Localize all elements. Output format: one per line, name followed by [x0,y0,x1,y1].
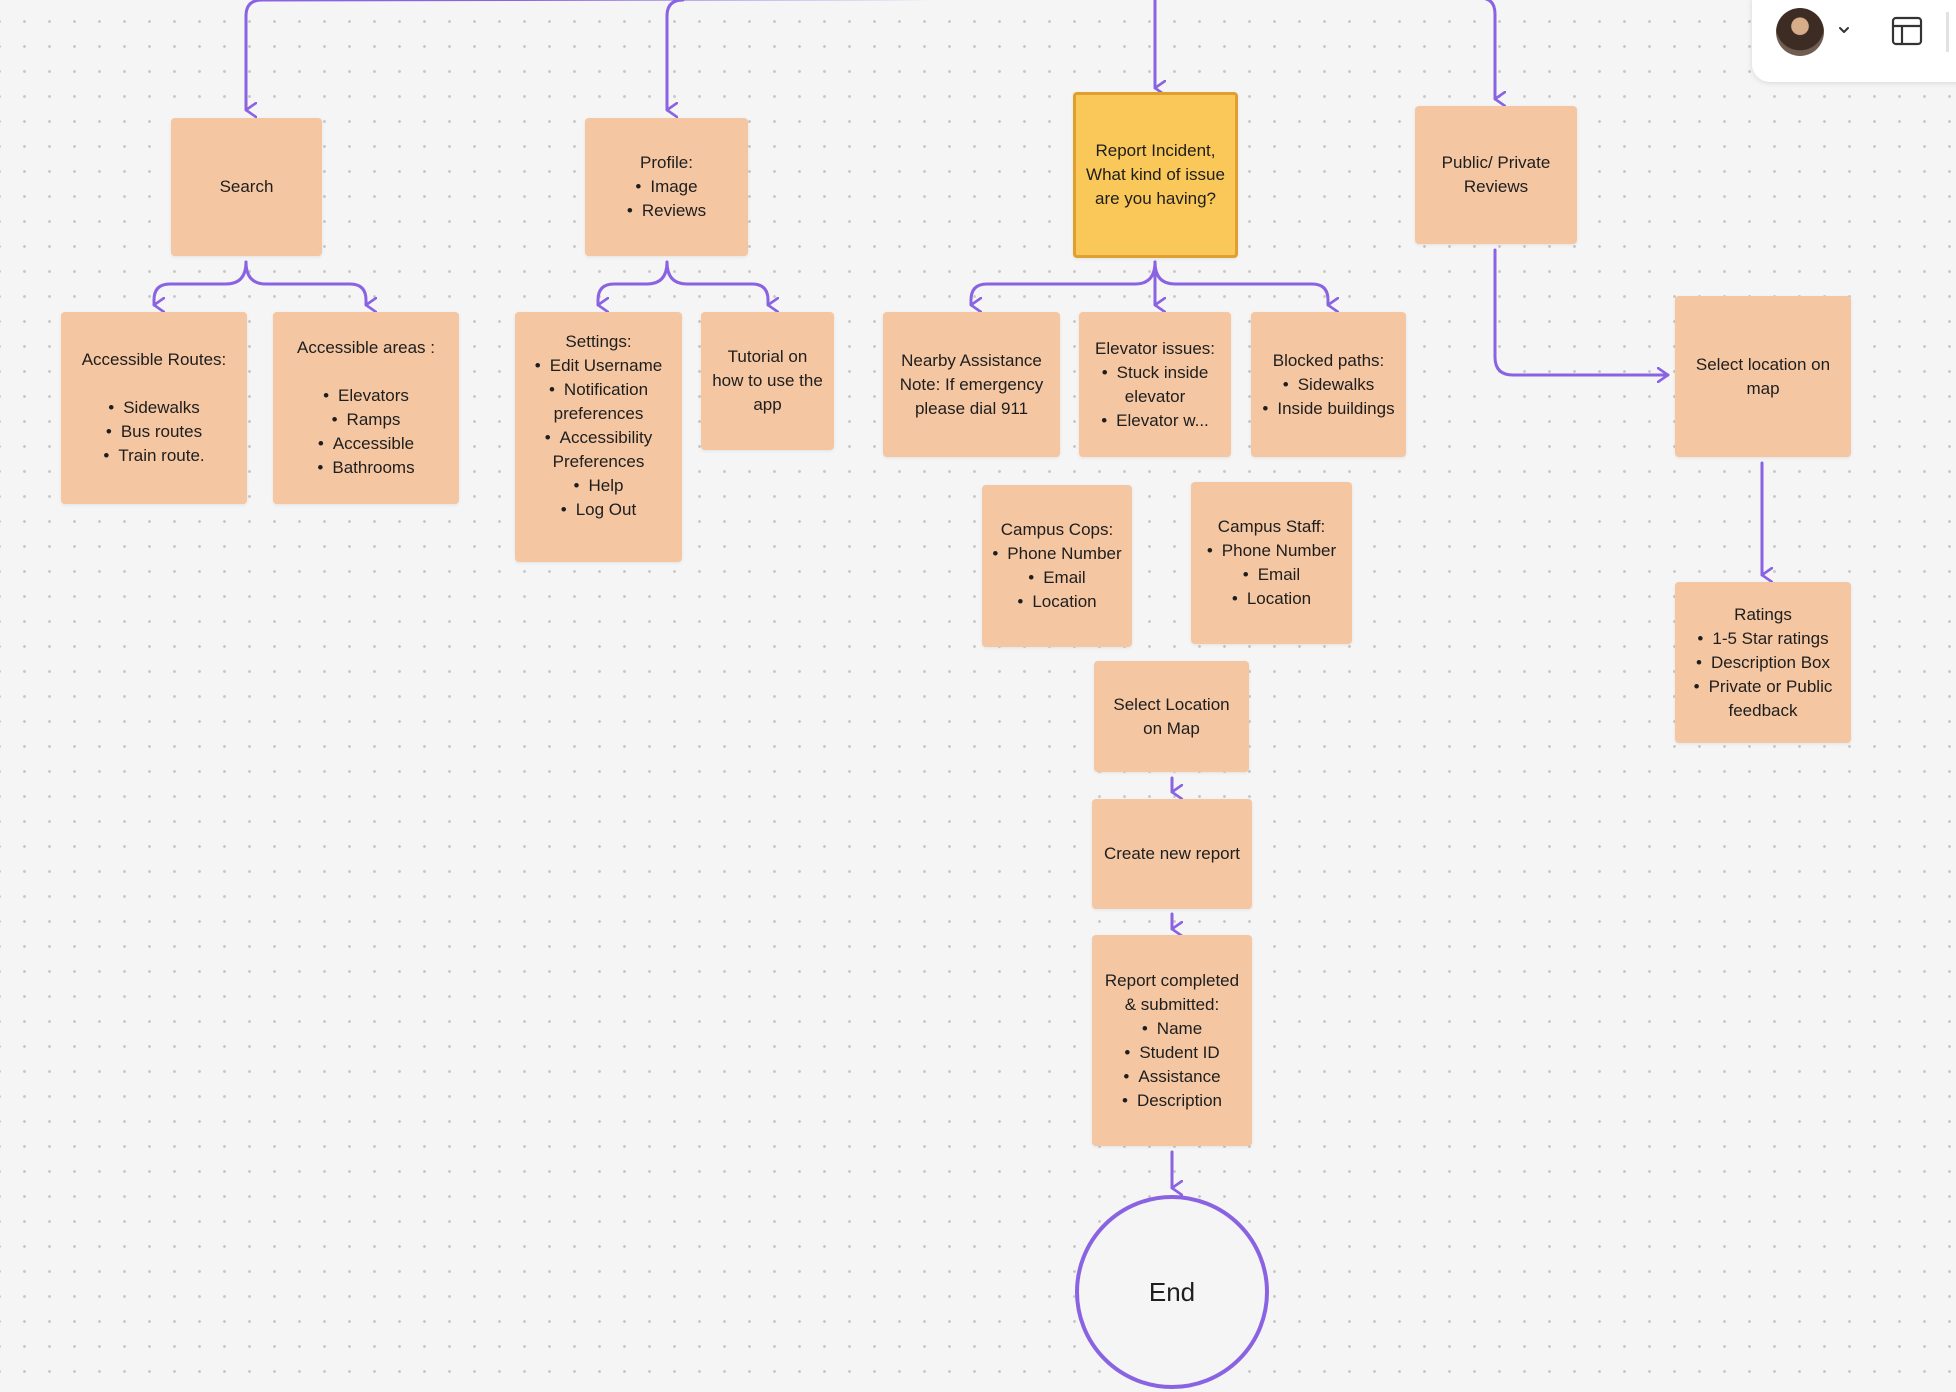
create-report-title: Create new report [1103,844,1241,863]
report-completed-list: Name Student ID Assistance Description [1122,1017,1222,1113]
tutorial-title: Tutorial on how to use the app [712,347,823,414]
list-item: Sidewalks [1262,373,1394,397]
blocked-paths-node[interactable]: Blocked paths: Sidewalks Inside building… [1251,312,1406,457]
connector-search-to-routes [152,260,248,305]
ratings-title: Ratings [1734,604,1792,624]
list-item: Accessibility Preferences [525,426,672,474]
blocked-paths-title: Blocked paths: [1272,350,1385,370]
settings-list: Edit Username Notification preferences A… [525,354,672,522]
report-completed-node[interactable]: Report completed & submitted: Name Stude… [1092,935,1252,1146]
campus-staff-node[interactable]: Campus Staff: Phone Number Email Locatio… [1191,482,1352,644]
list-item: Elevator w... [1089,409,1221,433]
accessible-areas-title: Accessible areas : [297,338,435,357]
end-node[interactable]: End [1075,1195,1269,1389]
list-item: Elevators [317,384,414,408]
connector-report-to-blocked [1153,260,1328,305]
nearby-assistance-node[interactable]: Nearby Assistance Note: If emergency ple… [883,312,1060,457]
list-item: Help [525,474,672,498]
list-item: Notification preferences [525,378,672,426]
connector-top-to-search [244,0,932,110]
list-item: Phone Number [1207,539,1336,563]
connector-top-to-profile [665,0,685,110]
list-item: Bathrooms [317,456,414,480]
list-item: 1-5 Star ratings [1685,627,1841,651]
list-item: Assistance [1122,1065,1222,1089]
connector-profile-to-tutorial [665,260,768,305]
list-item: Log Out [525,498,672,522]
select-location-on-map-node[interactable]: Select location on map [1675,296,1851,457]
select-location-on-map-title: Select location on map [1695,354,1831,398]
list-item: Stuck inside elevator [1089,361,1221,409]
list-item: Location [1207,587,1336,611]
list-item: Ramps [317,408,414,432]
report-completed-title: Report completed & submitted: [1104,970,1240,1014]
campus-staff-title: Campus Staff: [1217,517,1326,536]
campus-cops-list: Phone Number Email Location [992,542,1121,614]
accessible-routes-title: Accessible Routes: [81,350,227,369]
canvas-toolbar [1752,0,1956,82]
connector-report-to-nearby [969,260,1157,305]
list-item: Description Box [1685,651,1841,675]
list-item: Image [627,175,706,199]
search-node-title: Search [219,177,274,196]
list-item: Student ID [1122,1041,1222,1065]
settings-node[interactable]: Settings: Edit Username Notification pre… [515,312,682,562]
accessible-areas-list: Elevators Ramps Accessible Bathrooms [317,384,414,480]
create-report-node[interactable]: Create new report [1092,799,1252,909]
public-private-reviews-node[interactable]: Public/ Private Reviews [1415,106,1577,244]
user-avatar[interactable] [1776,8,1824,56]
accessible-areas-node[interactable]: Accessible areas : Elevators Ramps Acces… [273,312,459,504]
report-incident-title: Report Incident, What kind of issue are … [1086,141,1225,208]
campus-cops-title: Campus Cops: [1000,520,1114,539]
ratings-list: 1-5 Star ratings Description Box Private… [1685,627,1841,723]
list-item: Name [1122,1017,1222,1041]
connector-search-to-areas [244,260,366,305]
layout-panel-icon[interactable] [1888,12,1926,50]
connector-profile-to-settings [596,260,669,305]
profile-node[interactable]: Profile: Image Reviews [585,118,748,256]
connector-reviews-to-location [1493,248,1670,375]
blocked-paths-list: Sidewalks Inside buildings [1262,373,1394,421]
list-item: Phone Number [992,542,1121,566]
public-private-reviews-title: Public/ Private Reviews [1441,153,1551,196]
list-item: Bus routes [103,420,204,444]
list-item: Train route. [103,444,204,468]
tutorial-node[interactable]: Tutorial on how to use the app [701,312,834,450]
profile-title: Profile: [640,153,693,172]
select-location-map-node[interactable]: Select Location on Map [1094,661,1249,772]
settings-title: Settings: [565,332,632,351]
elevator-issues-title: Elevator issues: [1095,338,1215,358]
connector-top-to-reviews [1484,0,1495,99]
campus-staff-list: Phone Number Email Location [1207,539,1336,611]
list-item: Email [1207,563,1336,587]
list-item: Sidewalks [103,396,204,420]
end-label: End [1148,1276,1196,1307]
list-item: Inside buildings [1262,397,1394,421]
list-item: Edit Username [525,354,672,378]
list-item: Accessible [317,432,414,456]
list-item: Email [992,566,1121,590]
report-incident-node[interactable]: Report Incident, What kind of issue are … [1073,92,1238,258]
campus-cops-node[interactable]: Campus Cops: Phone Number Email Location [982,485,1132,647]
list-item: Private or Public feedback [1685,675,1841,723]
accessible-routes-list: Sidewalks Bus routes Train route. [103,396,204,468]
nearby-assistance-title: Nearby Assistance Note: If emergency ple… [899,350,1044,418]
elevator-issues-node[interactable]: Elevator issues: Stuck inside elevator E… [1079,312,1231,457]
chevron-down-icon[interactable] [1836,22,1852,38]
elevator-issues-list: Stuck inside elevator Elevator w... [1089,361,1221,433]
toolbar-divider [1946,12,1949,52]
ratings-node[interactable]: Ratings 1-5 Star ratings Description Box… [1675,582,1851,743]
accessible-routes-node[interactable]: Accessible Routes: Sidewalks Bus routes … [61,312,247,504]
search-node[interactable]: Search [171,118,322,256]
profile-list: Image Reviews [627,175,706,223]
select-location-map-title: Select Location on Map [1113,694,1230,738]
list-item: Location [992,590,1121,614]
list-item: Reviews [627,199,706,223]
list-item: Description [1122,1089,1222,1113]
